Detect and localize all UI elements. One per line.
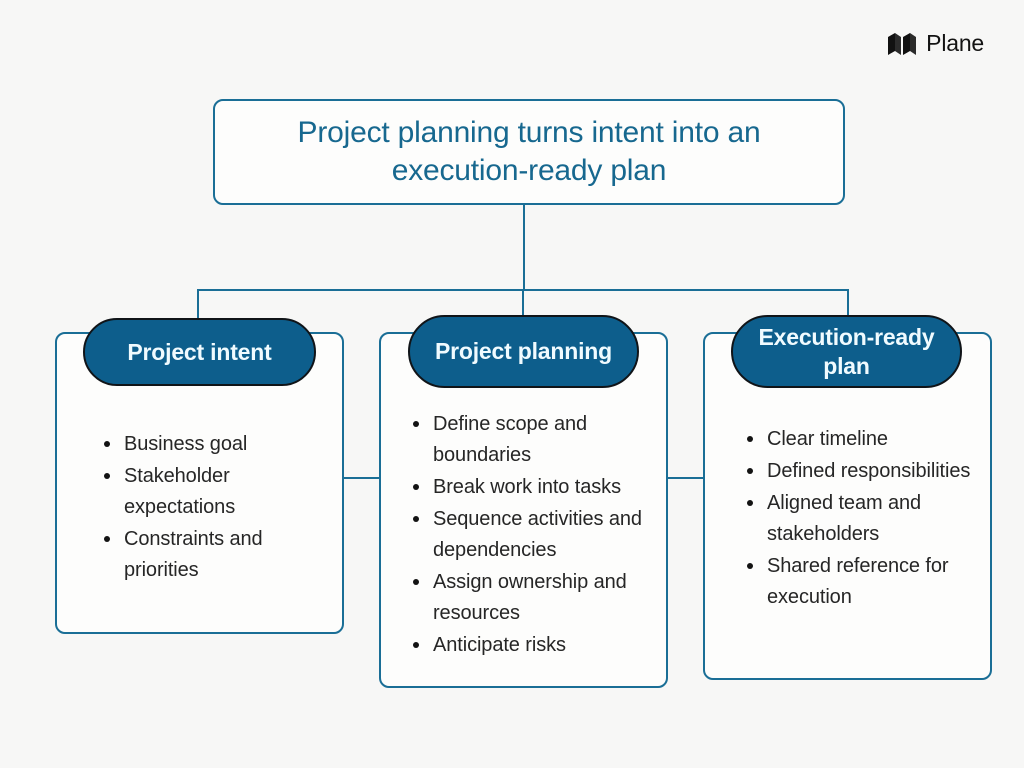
list-item: Clear timeline	[745, 424, 974, 455]
list-item: Shared reference for execution	[745, 551, 974, 613]
bullet-list-project-intent: Business goal Stakeholder expectations C…	[57, 429, 342, 587]
bullet-list-project-planning: Define scope and boundaries Break work i…	[381, 409, 666, 662]
header-pill-project-intent: Project intent	[83, 318, 316, 386]
header-pill-execution-ready-plan: Execution-ready plan	[731, 315, 962, 388]
column-card-execution-ready-plan: Clear timeline Defined responsibilities …	[703, 332, 992, 680]
header-pill-label: Project intent	[127, 338, 272, 365]
header-pill-label: Execution-ready plan	[758, 324, 935, 379]
list-item: Aligned team and stakeholders	[745, 488, 974, 550]
connector-card1-card2	[342, 477, 381, 479]
list-item: Sequence activities and dependencies	[411, 504, 654, 566]
list-item: Break work into tasks	[411, 472, 654, 503]
list-item: Anticipate risks	[411, 630, 654, 661]
connector-card2-card3	[666, 477, 705, 479]
connector-branch-left	[197, 289, 199, 321]
connector-title-stem	[523, 204, 525, 291]
list-item: Business goal	[102, 429, 326, 460]
list-item: Stakeholder expectations	[102, 461, 326, 523]
list-item: Define scope and boundaries	[411, 409, 654, 471]
brand-name: Plane	[926, 30, 984, 56]
list-item: Constraints and priorities	[102, 524, 326, 586]
header-pill-label: Project planning	[435, 338, 612, 365]
connector-branch-center	[522, 289, 524, 319]
header-pill-project-planning: Project planning	[408, 315, 639, 388]
list-item: Assign ownership and resources	[411, 567, 654, 629]
list-item: Defined responsibilities	[745, 456, 974, 487]
connector-branch-right	[847, 289, 849, 319]
column-card-project-planning: Define scope and boundaries Break work i…	[379, 332, 668, 688]
bullet-list-execution-ready-plan: Clear timeline Defined responsibilities …	[705, 424, 990, 614]
brand-logo: Plane	[887, 30, 984, 57]
diagram-title-box: Project planning turns intent into an ex…	[213, 99, 845, 205]
page-title: Project planning turns intent into an ex…	[297, 115, 761, 187]
plane-logo-icon	[888, 32, 917, 55]
